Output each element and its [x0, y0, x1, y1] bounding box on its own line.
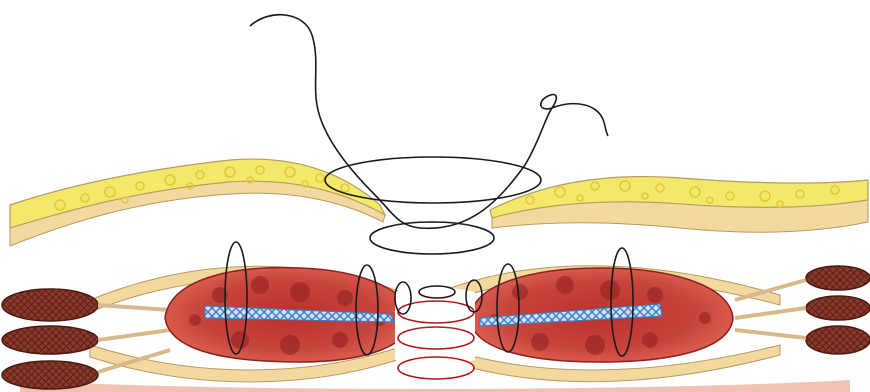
tendons-left: [2, 289, 170, 389]
upper-fat-layer-right: [490, 177, 868, 233]
red-suture-loops: [398, 301, 474, 379]
tendons-right: [735, 266, 870, 354]
